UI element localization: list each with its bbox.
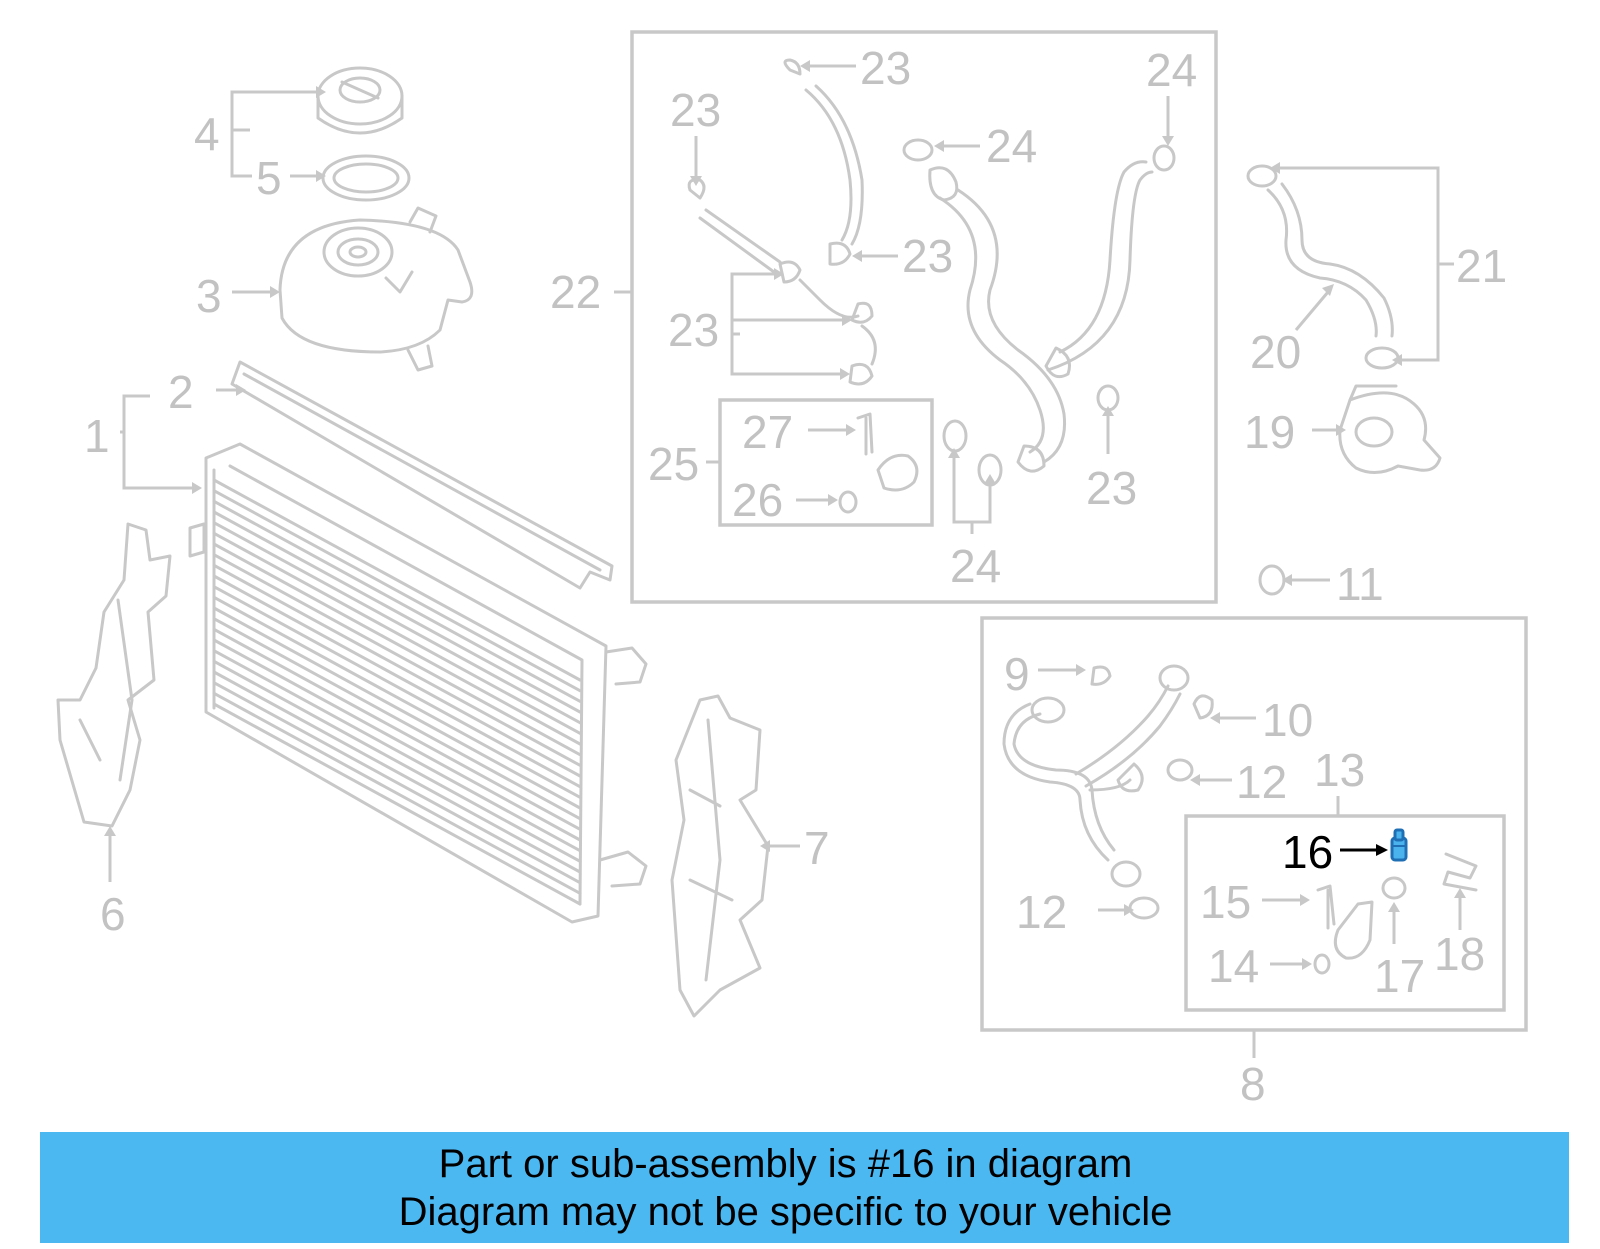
radiator-fin [212, 553, 582, 757]
callout-5: 5 [256, 152, 282, 204]
callout-23-lower: 23 [1086, 462, 1137, 514]
radiator-fin [212, 617, 582, 821]
callout-20: 20 [1250, 326, 1301, 378]
connector-clip-part [838, 412, 919, 514]
radiator-fin [212, 563, 582, 767]
callout-23-left: 23 [670, 84, 721, 136]
radiator-fin [212, 681, 582, 885]
left-air-deflector-part [56, 522, 172, 828]
radiator-fin [212, 531, 582, 735]
expansion-tank-part [278, 206, 474, 372]
callout-10: 10 [1262, 694, 1313, 746]
radiator-fin [212, 595, 582, 799]
highlighted-part-16 [1390, 828, 1408, 862]
hose-upper-part [687, 58, 877, 386]
callout-8: 8 [1240, 1058, 1266, 1110]
callout-27: 27 [742, 406, 793, 458]
radiator-fin [212, 478, 582, 682]
callout-12-upper: 12 [1236, 756, 1287, 808]
callout-11: 11 [1336, 558, 1384, 610]
elbow-fitting-part [1313, 900, 1374, 975]
radiator-fin [212, 649, 582, 853]
callout-14: 14 [1208, 940, 1259, 992]
radiator-fin [212, 489, 582, 693]
radiator-fin [212, 606, 582, 810]
callout-22: 22 [550, 266, 601, 318]
radiator-fin [212, 574, 582, 778]
radiator-fin [212, 585, 582, 789]
right-air-deflector-part [670, 694, 770, 1018]
callout-16-highlighted: 16 [1282, 826, 1333, 878]
callout-3: 3 [196, 270, 222, 322]
radiator-fin [212, 542, 582, 746]
expansion-tank-cap-part [316, 66, 404, 135]
callout-7: 7 [804, 822, 830, 874]
hose-clamp-part [902, 138, 1176, 487]
radiator-fin [212, 627, 582, 831]
callout-24-mid: 24 [986, 120, 1037, 172]
callout-labels: 4 5 3 2 1 6 7 22 23 23 23 23 23 24 24 24… [84, 42, 1507, 1110]
callout-25: 25 [648, 438, 699, 490]
radiator-fin [212, 510, 582, 714]
radiator-fin [212, 659, 582, 863]
callout-18: 18 [1434, 928, 1485, 980]
callout-23-mid: 23 [902, 230, 953, 282]
water-pump-part [1338, 384, 1442, 474]
callout-13: 13 [1314, 744, 1365, 796]
callout-21: 21 [1456, 240, 1507, 292]
clip-15-part [1316, 884, 1336, 930]
group-box-22 [630, 30, 1218, 604]
callout-1: 1 [84, 410, 110, 462]
callout-26: 26 [732, 474, 783, 526]
radiator-fins [212, 478, 582, 906]
callout-4: 4 [194, 108, 220, 160]
radiator-fin [212, 670, 582, 874]
callout-12-lower: 12 [1016, 886, 1067, 938]
callout-15: 15 [1200, 876, 1251, 928]
group-box-13 [1184, 814, 1506, 1012]
hose-middle-part [928, 160, 1154, 473]
callout-2: 2 [168, 366, 194, 418]
radiator-part [188, 442, 648, 924]
callout-17: 17 [1374, 950, 1425, 1002]
radiator-fin [212, 691, 582, 895]
caption-part-number: Part or sub-assembly is #16 in diagram [438, 1142, 1133, 1186]
callout-23-top: 23 [860, 42, 911, 94]
radiator-fin [212, 702, 582, 906]
leader-lines [104, 60, 1466, 1058]
o-ring-17-part [1381, 876, 1407, 900]
hose-clamp-10-12-part [1128, 694, 1214, 920]
callout-24-top-right: 24 [1146, 44, 1197, 96]
radiator-fin [212, 521, 582, 725]
cap-gasket-part [321, 154, 411, 202]
callout-24-bottom: 24 [950, 540, 1001, 592]
callout-6: 6 [100, 888, 126, 940]
air-guide-part [230, 360, 614, 590]
bracket-18-part [1442, 852, 1478, 892]
radiator-fin [212, 638, 582, 842]
caption-banner: Part or sub-assembly is #16 in diagram D… [40, 1132, 1569, 1243]
callout-9: 9 [1004, 648, 1030, 700]
caption-disclaimer: Diagram may not be specific to your vehi… [398, 1190, 1173, 1234]
coolant-hose-21-part [1246, 164, 1400, 370]
hose-clamp-11-part [1258, 564, 1286, 596]
coolant-pipe-part [1002, 664, 1190, 888]
callout-23-bracket: 23 [668, 304, 719, 356]
callout-19: 19 [1244, 406, 1295, 458]
radiator-fin [212, 499, 582, 703]
